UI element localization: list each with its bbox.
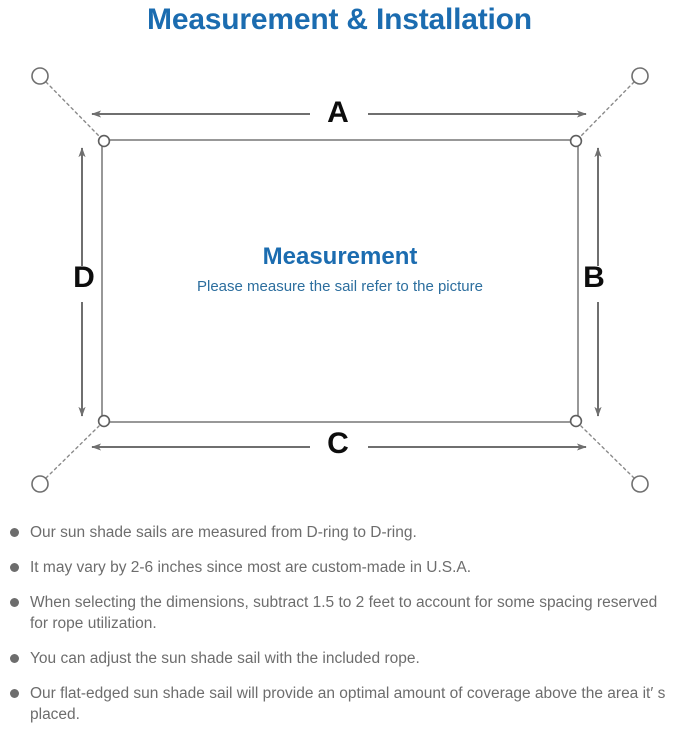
list-item: It may vary by 2-6 inches since most are…	[0, 557, 679, 578]
dimension-label-c: C	[327, 427, 349, 460]
dimension-label-b: B	[583, 261, 605, 294]
rope-bottom-left	[45, 425, 100, 479]
d-rings	[97, 134, 583, 428]
rope-lines	[45, 81, 635, 479]
list-item: You can adjust the sun shade sail with t…	[0, 648, 679, 669]
diagram-center-subtitle: Please measure the sail refer to the pic…	[197, 278, 483, 295]
d-ring-bottom-left-icon	[97, 414, 111, 428]
anchor-top-right-icon	[631, 67, 649, 85]
d-ring-top-right-icon	[569, 134, 583, 148]
anchor-bottom-right-icon	[631, 475, 649, 493]
d-ring-top-left-icon	[97, 134, 111, 148]
diagram-center-title: Measurement	[262, 243, 418, 270]
dimension-label-a: A	[327, 96, 349, 129]
note-text: It may vary by 2-6 inches since most are…	[30, 559, 472, 576]
diagram-canvas	[31, 67, 649, 493]
bullet-icon	[10, 689, 19, 698]
sail-outline	[101, 139, 579, 423]
rope-top-left	[45, 81, 100, 137]
page-title: Measurement & Installation	[147, 3, 532, 36]
note-text: Our flat-edged sun shade sail will provi…	[30, 685, 666, 723]
anchor-top-left-icon	[31, 67, 49, 85]
list-item: Our sun shade sails are measured from D-…	[0, 522, 679, 543]
anchor-bottom-left-icon	[31, 475, 49, 493]
rope-bottom-right	[580, 425, 635, 479]
bullet-icon	[10, 598, 19, 607]
bullet-icon	[10, 654, 19, 663]
list-item: Our flat-edged sun shade sail will provi…	[0, 683, 679, 725]
bullet-icon	[10, 563, 19, 572]
anchor-points	[31, 67, 649, 493]
note-text: Our sun shade sails are measured from D-…	[30, 524, 417, 541]
dimension-label-d: D	[73, 261, 95, 294]
measurement-diagram: A B C D Measurement Please measure the s…	[0, 44, 679, 514]
list-item: When selecting the dimensions, subtract …	[0, 592, 679, 634]
note-text: You can adjust the sun shade sail with t…	[30, 650, 420, 667]
notes-list: Our sun shade sails are measured from D-…	[0, 522, 679, 739]
d-ring-bottom-right-icon	[569, 414, 583, 428]
note-text: When selecting the dimensions, subtract …	[30, 594, 658, 632]
bullet-icon	[10, 528, 19, 537]
rope-top-right	[580, 81, 635, 137]
